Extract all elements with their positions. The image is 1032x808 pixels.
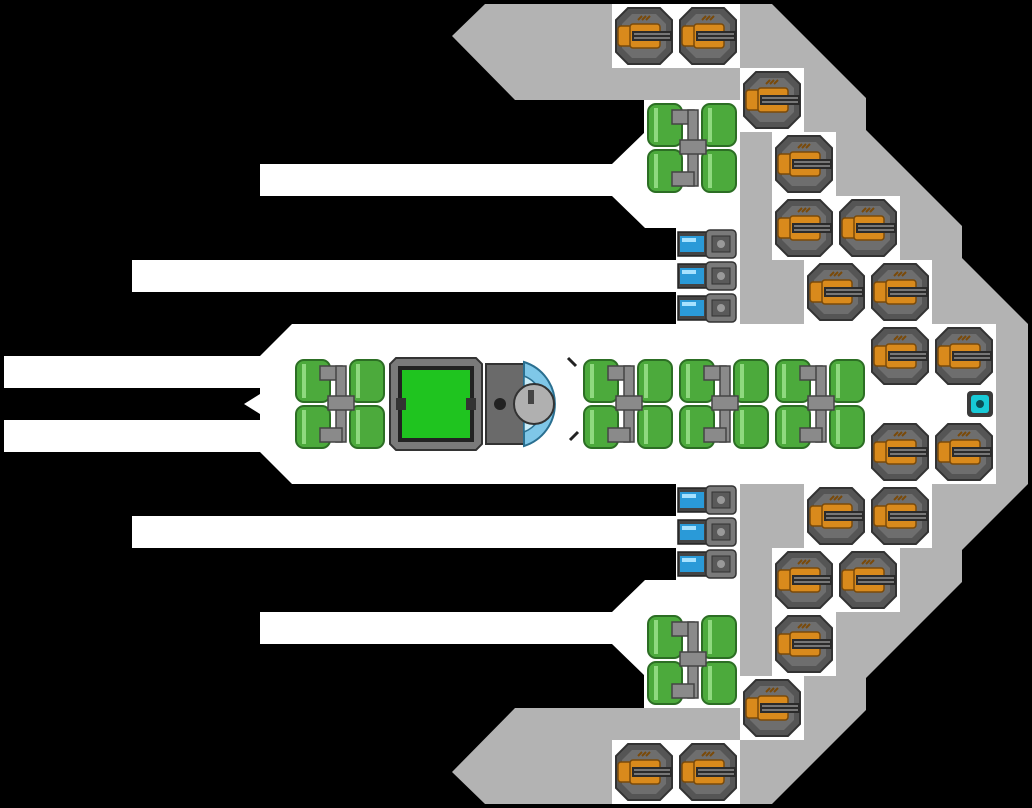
gun-turret-block[interactable] — [932, 420, 996, 484]
gun-turret-block[interactable] — [868, 420, 932, 484]
gun-turret-block[interactable] — [740, 68, 804, 132]
small-thruster-block[interactable] — [676, 484, 740, 516]
small-thruster-block[interactable] — [676, 292, 740, 324]
cockpit-block[interactable] — [388, 356, 484, 452]
fuel-tank-block[interactable] — [292, 356, 388, 452]
fuel-tank-block[interactable] — [644, 100, 740, 196]
gun-turret-block[interactable] — [836, 548, 900, 612]
gun-turret-block[interactable] — [932, 324, 996, 388]
gun-turret-block[interactable] — [868, 260, 932, 324]
small-thruster-block[interactable] — [676, 516, 740, 548]
gun-turret-block[interactable] — [804, 260, 868, 324]
gun-turret-block[interactable] — [836, 196, 900, 260]
small-thruster-block[interactable] — [676, 260, 740, 292]
gun-turret-block[interactable] — [772, 132, 836, 196]
small-thruster-block[interactable] — [676, 228, 740, 260]
gun-turret-block[interactable] — [612, 740, 676, 804]
gun-turret-block[interactable] — [772, 548, 836, 612]
reactor-dome-block[interactable] — [484, 356, 580, 452]
fuel-tank-block[interactable] — [676, 356, 772, 452]
gun-turret-block[interactable] — [740, 676, 804, 740]
small-thruster-block[interactable] — [676, 548, 740, 580]
gun-turret-block[interactable] — [772, 196, 836, 260]
energy-core-block[interactable] — [964, 388, 996, 420]
fuel-tank-block[interactable] — [644, 612, 740, 708]
gun-turret-block[interactable] — [868, 324, 932, 388]
gun-turret-block[interactable] — [868, 484, 932, 548]
gun-turret-block[interactable] — [676, 740, 740, 804]
fuel-tank-block[interactable] — [772, 356, 868, 452]
fuel-tank-block[interactable] — [580, 356, 676, 452]
gun-turret-block[interactable] — [772, 612, 836, 676]
gun-turret-block[interactable] — [676, 4, 740, 68]
gun-turret-block[interactable] — [804, 484, 868, 548]
gun-turret-block[interactable] — [612, 4, 676, 68]
